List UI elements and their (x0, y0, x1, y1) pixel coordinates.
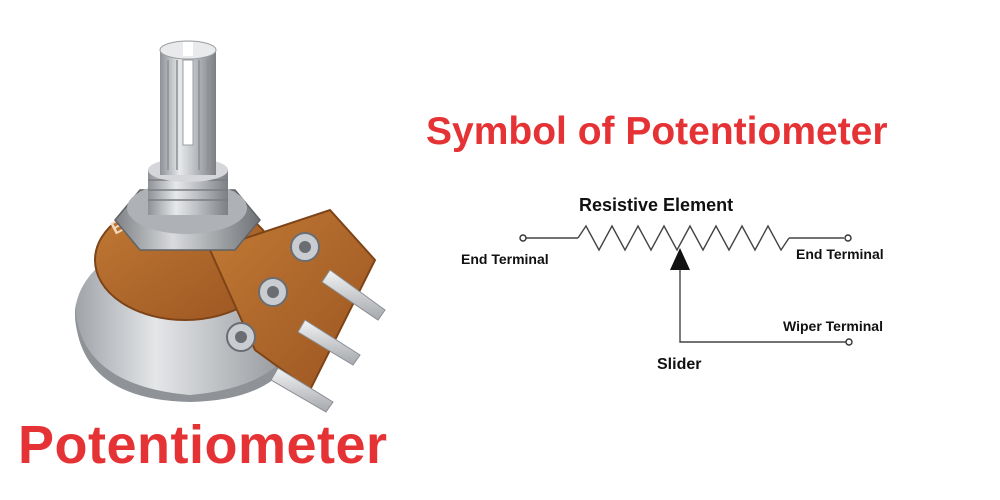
terminal-board (208, 208, 377, 392)
knurled-shaft (159, 40, 217, 175)
symbol-title: Symbol of Potentiometer (426, 110, 888, 153)
slider-label: Slider (657, 356, 702, 373)
wiper-terminal-node (845, 338, 853, 346)
terminal-rivet-3 (226, 322, 256, 352)
end-terminal-right-label: End Terminal (796, 246, 884, 262)
terminal-pins (270, 269, 386, 413)
terminal-rivet-1 (290, 232, 320, 262)
wiper-wire (679, 268, 846, 343)
end-terminal-left-node (519, 234, 527, 242)
terminal-rivet-2 (258, 277, 288, 307)
main-title: Potentiometer (18, 415, 388, 475)
end-terminal-right-node (844, 234, 852, 242)
wiper-terminal-label: Wiper Terminal (783, 318, 883, 334)
potentiometer-photo: B5K (75, 40, 386, 413)
wiper-arrow (670, 248, 690, 270)
resistive-element-label: Resistive Element (579, 195, 734, 215)
end-terminal-left-label: End Terminal (461, 251, 549, 267)
resistive-element-zigzag (577, 224, 790, 252)
